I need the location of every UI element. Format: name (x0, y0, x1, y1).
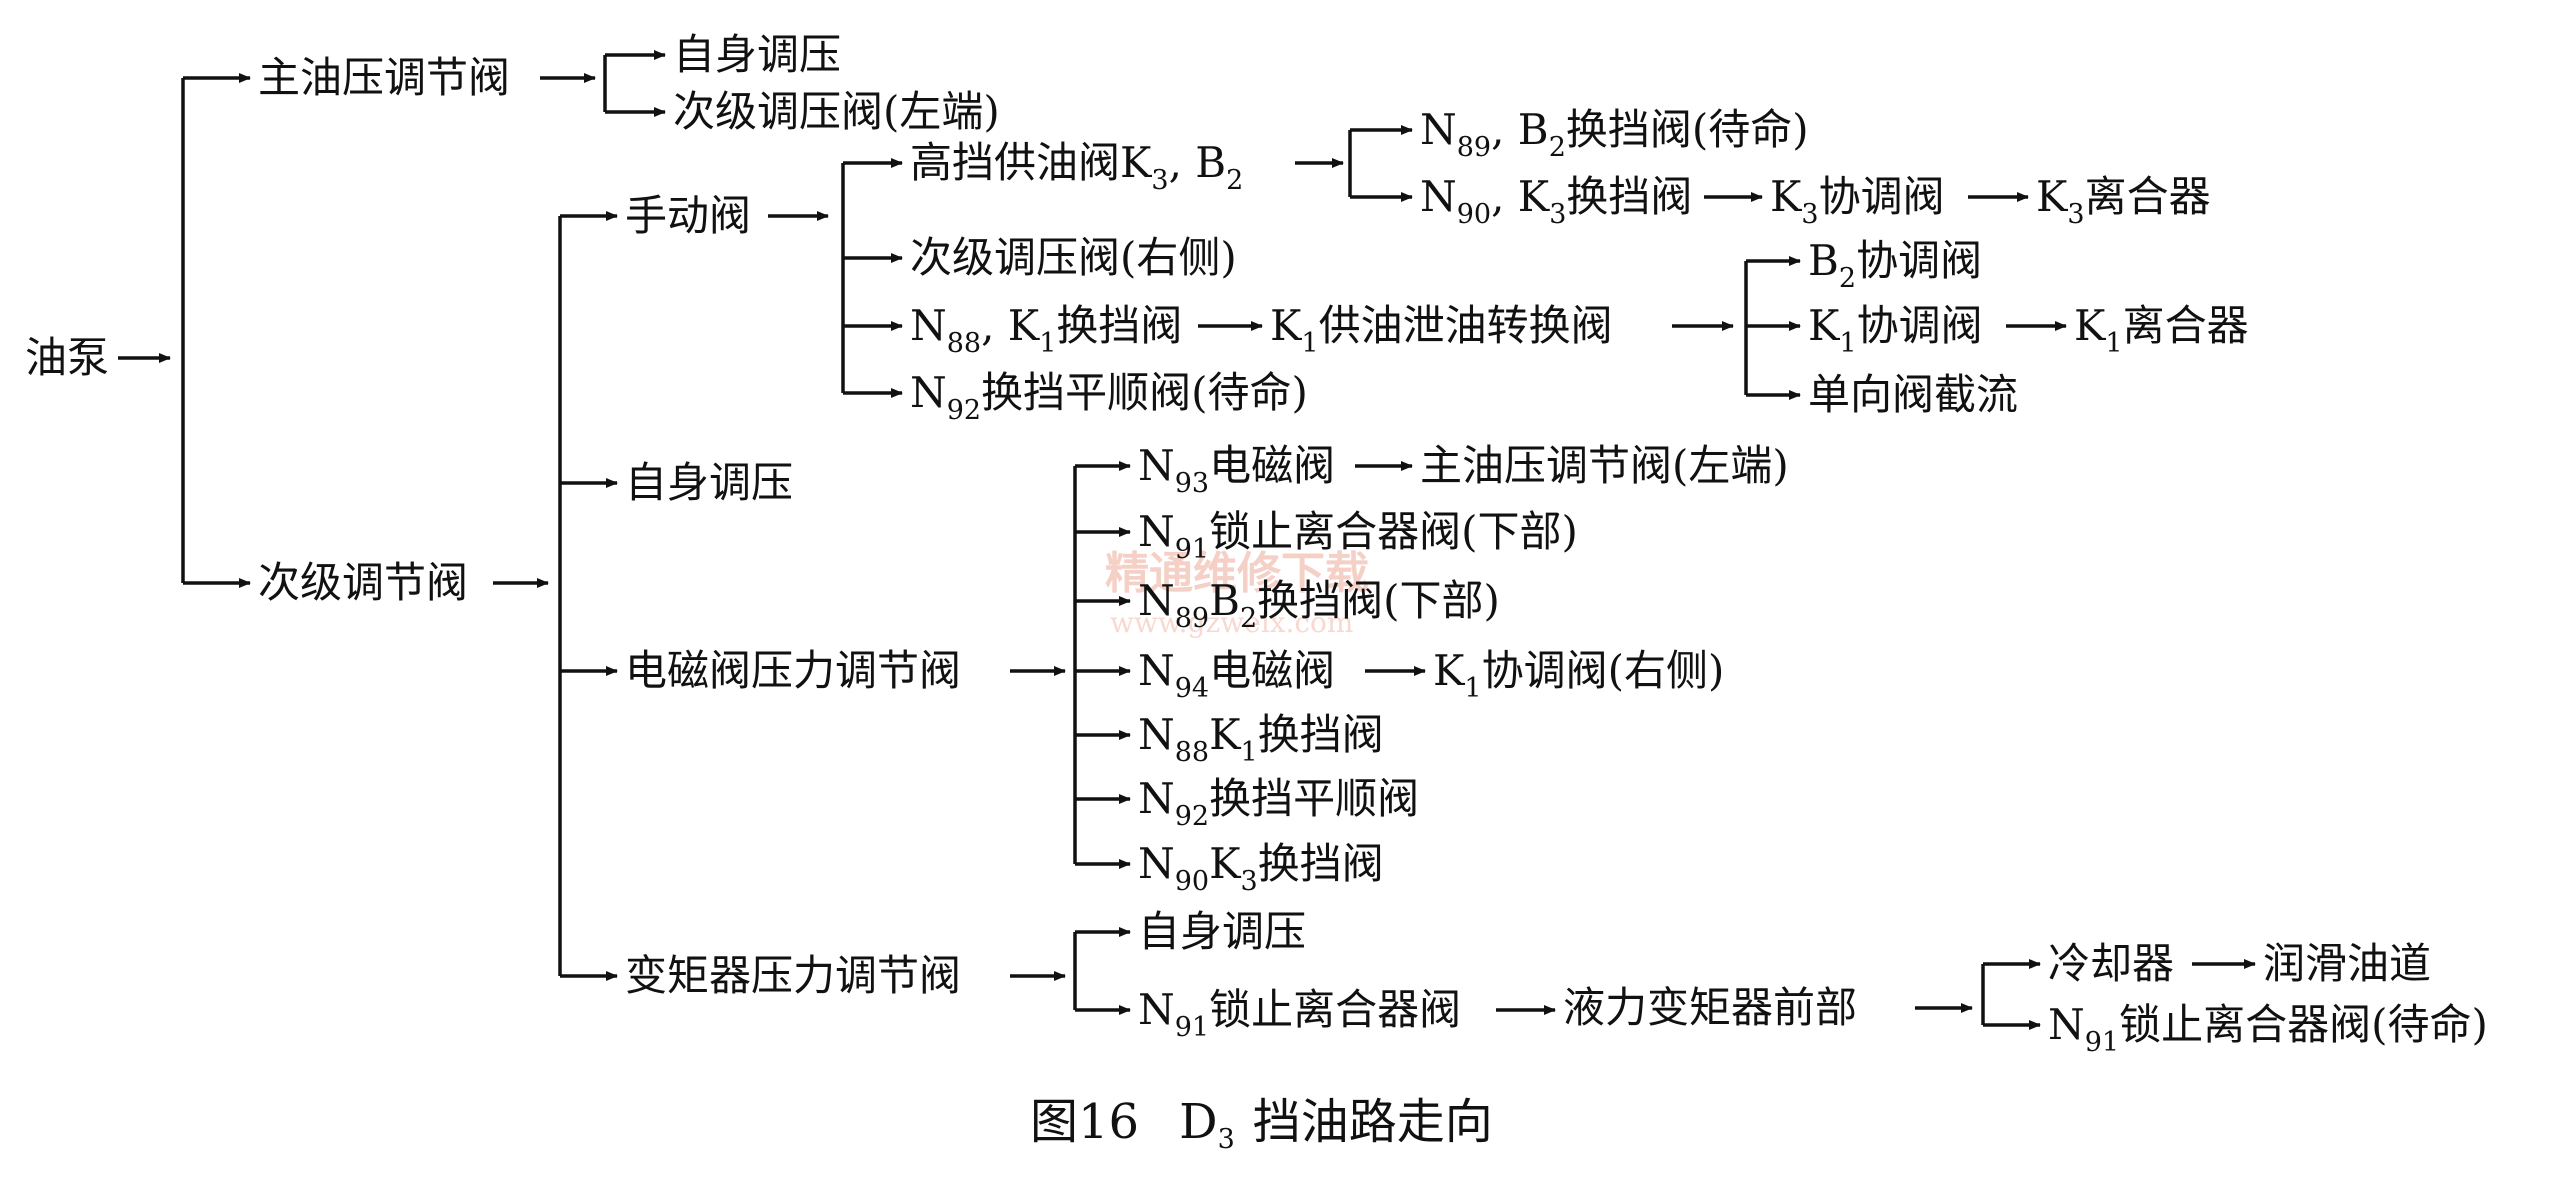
node-k3-clutch: K3离合器 (2036, 172, 2211, 230)
node-main-pressure-valve: 主油压调节阀 (258, 53, 510, 102)
node-secondary-self-regulation: 自身调压 (625, 458, 793, 507)
node-n88-k1-shift-valve-solenoid: N88K1换挡阀 (1138, 710, 1384, 768)
node-torque-converter-valve: 变矩器压力调节阀 (625, 951, 961, 1000)
node-n91-lockup-valve-lower: N91锁止离合器阀(下部) (1138, 507, 1578, 565)
node-n88-k1-shift-valve: N88, K1换挡阀 (910, 301, 1182, 359)
node-solenoid-pressure-valve: 电磁阀压力调节阀 (625, 646, 961, 695)
node-manual-valve: 手动阀 (625, 191, 751, 240)
node-cooler: 冷却器 (2048, 939, 2174, 988)
node-oil-pump: 油泵 (25, 333, 109, 382)
node-n90-k3-shift-valve: N90, K3换挡阀 (1420, 172, 1692, 230)
node-k3-coordination-valve: K3协调阀 (1770, 172, 1945, 230)
node-high-gear-supply-valve: 高挡供油阀K3, B2 (910, 138, 1243, 196)
node-k1-coordination-valve: K1协调阀 (1808, 301, 1983, 359)
node-secondary-valve: 次级调节阀 (258, 558, 468, 607)
node-n89-b2-shift-valve-standby: N89, B2换挡阀(待命) (1420, 105, 1809, 163)
node-n92-smooth-shift-valve-standby: N92换挡平顺阀(待命) (910, 368, 1308, 426)
node-n91-lockup-valve-standby: N91锁止离合器阀(待命) (2048, 1000, 2488, 1058)
node-k1-supply-drain-valve: K1供油泄油转换阀 (1270, 301, 1613, 359)
node-n93-solenoid: N93电磁阀 (1138, 441, 1335, 499)
node-n90-k3-shift-valve-solenoid: N90K3换挡阀 (1138, 839, 1384, 897)
node-n94-solenoid: N94电磁阀 (1138, 646, 1335, 704)
node-check-valve-cutoff: 单向阀截流 (1808, 370, 2018, 419)
node-torque-converter-front: 液力变矩器前部 (1563, 983, 1857, 1032)
node-main-self-regulation: 自身调压 (673, 30, 841, 79)
node-b2-coordination-valve: B2协调阀 (1808, 236, 1982, 294)
node-k1-coordination-valve-right: K1协调阀(右侧) (1433, 646, 1724, 704)
watermark-url: www.gzweix.com (1110, 606, 1353, 639)
node-main-pressure-valve-left: 主油压调节阀(左端) (1420, 441, 1789, 490)
node-k1-clutch: K1离合器 (2074, 301, 2249, 359)
node-secondary-reg-valve-right: 次级调压阀(右侧) (910, 233, 1237, 282)
node-tc-self-regulation: 自身调压 (1138, 907, 1306, 956)
node-lubrication-passage: 润滑油道 (2263, 939, 2431, 988)
node-secondary-reg-valve-left: 次级调压阀(左端) (673, 87, 1000, 136)
node-n92-smooth-shift-valve: N92换挡平顺阀 (1138, 774, 1419, 832)
node-n91-lockup-valve: N91锁止离合器阀 (1138, 985, 1461, 1043)
watermark-text: 精通维修下载 (1105, 548, 1369, 599)
connector-lines (118, 50, 2256, 1030)
node-n89-b2-shift-valve-lower: N89B2换挡阀(下部) (1138, 576, 1500, 634)
